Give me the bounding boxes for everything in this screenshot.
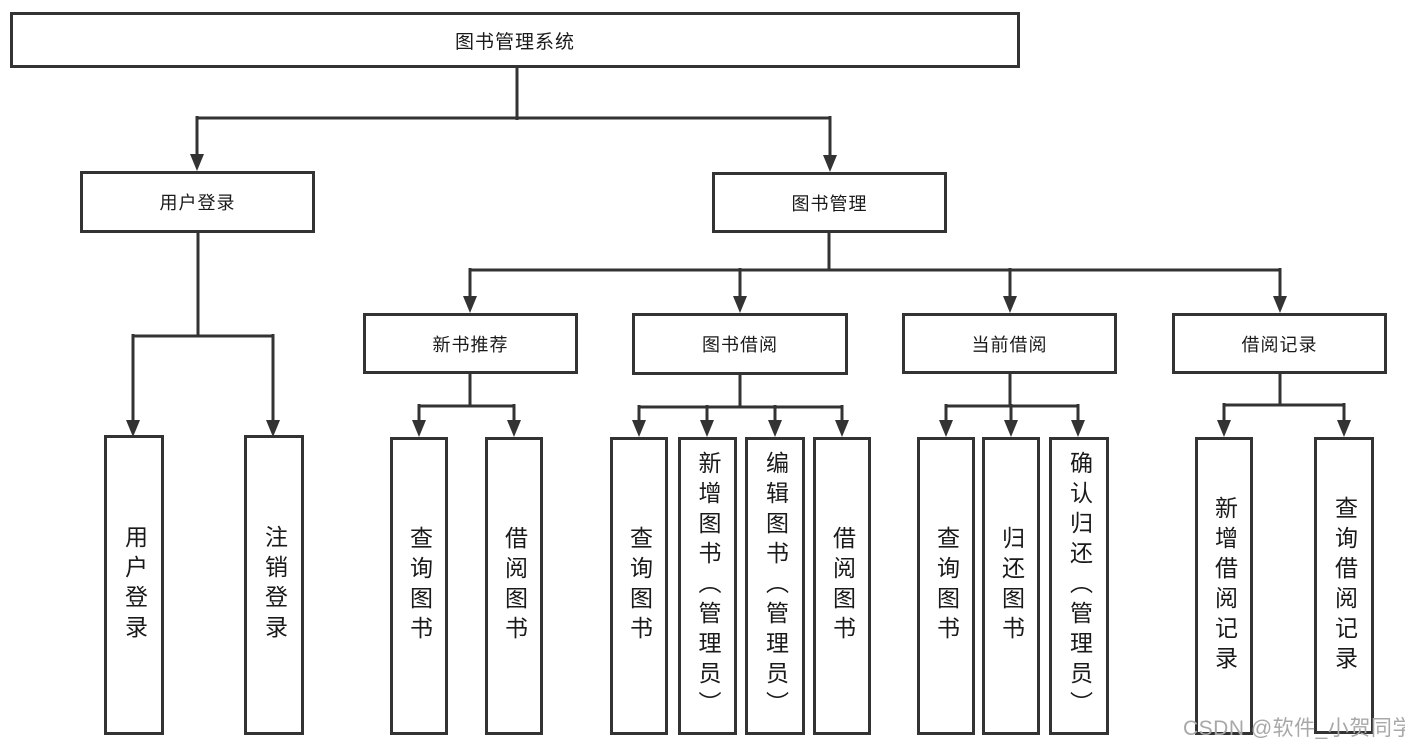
arrowhead-icon: [768, 420, 782, 437]
arrowhead-icon: [823, 155, 837, 172]
connector-borrow-record-children: [1217, 372, 1351, 437]
leaf-borrow-book-2: 借阅图书: [813, 437, 871, 735]
arrowhead-icon: [1217, 420, 1231, 437]
connector-user-login-children: [126, 231, 280, 437]
node-borrow-record: 借阅记录: [1172, 313, 1387, 374]
leaf-query-book-2: 查询图书: [610, 437, 668, 735]
connector-root-to-branches: [190, 66, 837, 172]
leaf-user-login: 用户登录: [104, 435, 164, 735]
node-root: 图书管理系统: [10, 12, 1020, 68]
leaf-borrow-book-1: 借阅图书: [485, 437, 543, 735]
connector-current-borrow-children: [939, 372, 1085, 437]
arrowhead-icon: [700, 420, 714, 437]
node-user-login: 用户登录: [80, 171, 315, 233]
node-new-book-recommend: 新书推荐: [363, 313, 578, 374]
arrowhead-icon: [1071, 420, 1085, 437]
leaf-query-book-1: 查询图书: [390, 437, 448, 735]
leaf-return-book: 归还图书: [982, 437, 1040, 735]
leaf-logout: 注销登录: [244, 435, 304, 735]
arrowhead-icon: [412, 420, 426, 437]
arrowhead-icon: [733, 296, 747, 313]
arrowhead-icon: [463, 296, 477, 313]
arrowhead-icon: [266, 420, 280, 437]
node-book-mgmt: 图书管理: [712, 172, 947, 233]
arrowhead-icon: [507, 420, 521, 437]
arrowhead-icon: [632, 420, 646, 437]
leaf-add-borrow-record: 新增借阅记录: [1195, 437, 1253, 735]
connector-new-book-children: [412, 372, 521, 437]
arrowhead-icon: [835, 420, 849, 437]
leaf-query-book-3: 查询图书: [917, 437, 975, 735]
arrowhead-icon: [939, 420, 953, 437]
leaf-edit-book-admin: 编辑图书（管理员）: [745, 437, 805, 735]
leaf-query-borrow-record: 查询借阅记录: [1314, 437, 1374, 734]
arrowhead-icon: [1337, 420, 1351, 437]
node-book-borrow: 图书借阅: [632, 313, 848, 375]
leaf-confirm-return-admin: 确认归还（管理员）: [1049, 437, 1109, 735]
arrowhead-icon: [126, 420, 140, 437]
arrowhead-icon: [1003, 296, 1017, 313]
connector-book-borrow-children: [632, 373, 849, 437]
leaf-add-book-admin: 新增图书（管理员）: [678, 437, 737, 735]
connector-book-mgmt-sections: [463, 231, 1287, 313]
csdn-watermark: CSDN @软件_小贺同学: [1183, 717, 1405, 740]
arrowhead-icon: [1004, 420, 1018, 437]
node-current-borrow: 当前借阅: [902, 313, 1117, 374]
arrowhead-icon: [1273, 296, 1287, 313]
arrowhead-icon: [190, 154, 204, 171]
